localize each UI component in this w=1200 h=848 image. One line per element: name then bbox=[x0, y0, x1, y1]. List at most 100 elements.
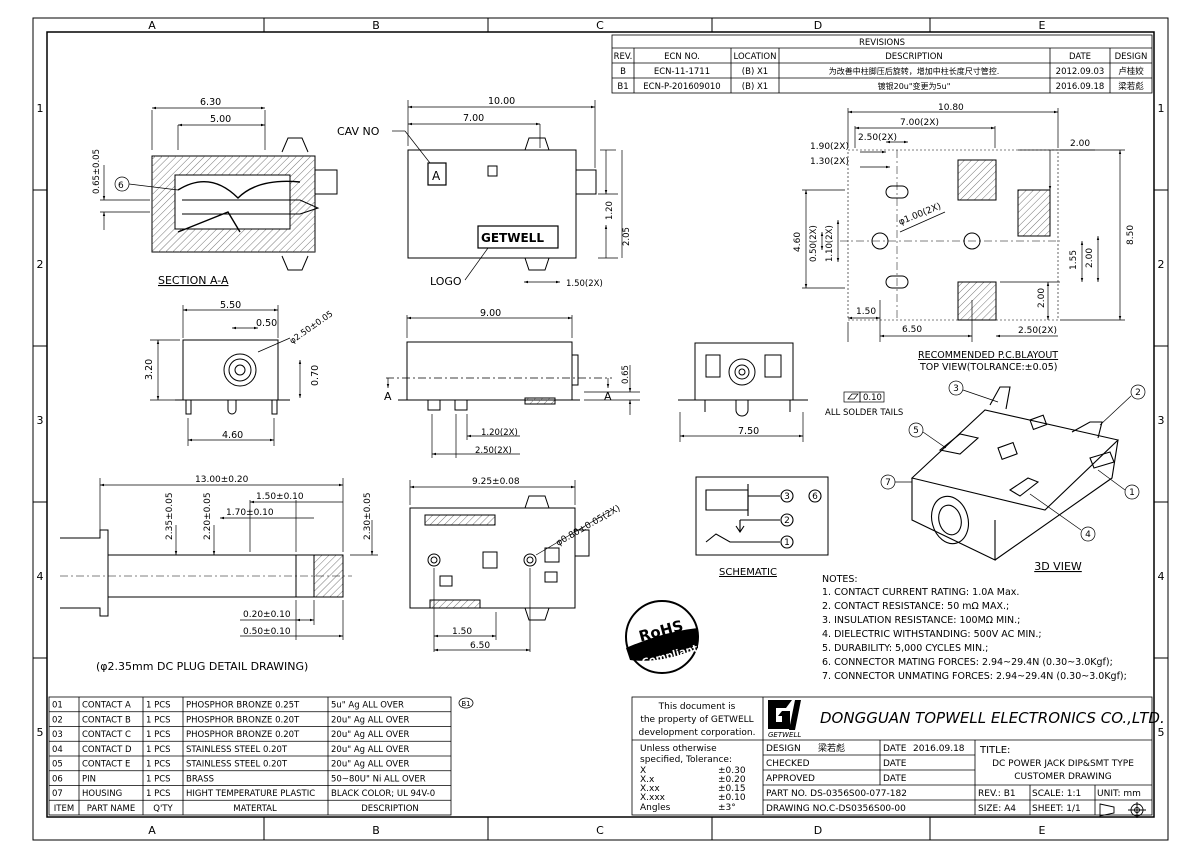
bottom-dim-080: φ0.80±0.05(2X) bbox=[555, 504, 623, 549]
front-brand-mark: GETWELL bbox=[481, 231, 544, 245]
bom-cell-desc: 20u" Ag ALL OVER bbox=[331, 760, 409, 770]
bom-cell-mat: STAINLESS STEEL 0.20T bbox=[186, 745, 288, 755]
front-cav-label: CAV NO bbox=[337, 125, 380, 138]
bottom-view: 9.25±0.08 φ0.80±0.05(2X) 1.50 6.50 bbox=[409, 477, 623, 652]
tolerance-title-1: Unless otherwise bbox=[640, 744, 717, 754]
front-dim-700: 7.00 bbox=[463, 113, 484, 124]
plug-dim-220: 2.20±0.05 bbox=[203, 492, 213, 540]
bom-cell-desc: 50~80U" Ni ALL OVER bbox=[331, 774, 426, 784]
tol-value-xx: ±0.20 bbox=[718, 775, 746, 785]
zone-col-bottom-A: A bbox=[148, 824, 156, 837]
rev-row1-description: 为改善中柱脚压后旋转，增加中柱长度尺寸管控. bbox=[829, 66, 1000, 76]
iso-bubble-7: 7 bbox=[885, 478, 891, 488]
zone-row-left-1: 1 bbox=[37, 102, 44, 115]
rev-row1-location: (B) X1 bbox=[742, 67, 768, 77]
tol-label-x: X bbox=[640, 766, 646, 776]
bom-cell-name: CONTACT E bbox=[82, 760, 130, 770]
rev-header-rev: REV. bbox=[614, 52, 633, 62]
schematic-pin-3: 3 bbox=[784, 492, 790, 502]
end-dim-550: 5.50 bbox=[220, 300, 241, 311]
section-dim-630: 6.30 bbox=[200, 97, 221, 108]
bom-cell-name: PIN bbox=[82, 774, 96, 784]
plug-dim-230: 2.30±0.05 bbox=[363, 492, 373, 540]
rev-header-design: DESIGN bbox=[1115, 52, 1148, 62]
pcb-subtitle: TOP VIEW(TOLRANCE:±0.05) bbox=[919, 362, 1057, 373]
pcb-dim-150: 1.50 bbox=[856, 307, 876, 317]
date-label: DATE bbox=[883, 744, 907, 754]
pcb-dim-200-top: 2.00 bbox=[1070, 139, 1090, 149]
rev-header-location: LOCATION bbox=[734, 52, 777, 62]
pcb-dim-850: 8.50 bbox=[1126, 225, 1136, 245]
side-section-a-left: A bbox=[384, 390, 392, 403]
front-logo-label: LOGO bbox=[430, 275, 462, 288]
side-view: 9.00 A A 0.65 1.20(2X) 2.50(2X) bbox=[384, 308, 640, 458]
bom-header-2: Q'TY bbox=[153, 804, 173, 814]
scale-field: SCALE: 1:1 bbox=[1032, 789, 1081, 799]
tol-label-angles: Angles bbox=[640, 803, 671, 813]
note-7: 7. CONNECTOR UNMATING FORCES: 2.94~29.4N… bbox=[822, 671, 1127, 682]
bom-cell-mat: HIGHT TEMPERATURE PLASTIC bbox=[186, 789, 315, 799]
bom-cell-qty: 1 PCS bbox=[146, 789, 171, 799]
rear-flatness-value: 0.10 bbox=[863, 393, 882, 403]
rev-row1-rev: B bbox=[620, 67, 626, 77]
date-value: 2016.09.18 bbox=[913, 744, 965, 754]
pcb-dim-130: 1.30(2X) bbox=[810, 157, 849, 167]
note-4: 4. DIELECTRIC WITHSTANDING: 500V AC MIN.… bbox=[822, 629, 1042, 640]
pcb-title: RECOMMENDED P.C.BLAYOUT bbox=[918, 350, 1058, 361]
zone-row-right-3: 3 bbox=[1158, 414, 1165, 427]
iso-title: 3D VIEW bbox=[1034, 560, 1082, 573]
company-name: DONGGUAN TOPWELL ELECTRONICS CO.,LTD. bbox=[820, 709, 1165, 727]
zone-row-right-4: 4 bbox=[1158, 570, 1165, 583]
zone-ticks bbox=[33, 18, 1168, 840]
note-6: 6. CONNECTOR MATING FORCES: 2.94~29.4N (… bbox=[822, 657, 1113, 668]
zone-col-top-C: C bbox=[596, 19, 604, 32]
side-dim-900: 9.00 bbox=[480, 308, 501, 319]
pcb-dim-460: 4.60 bbox=[793, 232, 803, 252]
zone-col-top-B: B bbox=[372, 19, 380, 32]
plug-dim-150: 1.50±0.10 bbox=[256, 492, 304, 502]
rev-row2-description: 镀银20u"变更为5u" bbox=[878, 81, 951, 91]
bom-cell-qty: 1 PCS bbox=[146, 715, 171, 725]
section-view: 6.30 5.00 0.65±0.05 6 SECTION A-A bbox=[92, 97, 338, 287]
schematic-pin-2: 2 bbox=[784, 516, 790, 526]
pcb-dim-100: φ1.00(2X) bbox=[897, 202, 942, 228]
bom-cell-name: CONTACT B bbox=[82, 715, 131, 725]
zone-row-right-1: 1 bbox=[1158, 102, 1165, 115]
bom-cell-item: 01 bbox=[52, 701, 63, 711]
rev-row2-date: 2016.09.18 bbox=[1056, 82, 1105, 92]
bom-cell-desc: 20u" Ag ALL OVER bbox=[331, 730, 409, 740]
zone-col-top-E: E bbox=[1039, 19, 1046, 32]
pcb-dim-110: 1.10(2X) bbox=[825, 225, 835, 262]
pcb-dim-200-bot: 2.00 bbox=[1037, 288, 1047, 308]
part-number: PART NO. DS-0356S00-077-182 bbox=[766, 789, 907, 799]
note-3: 3. INSULATION RESISTANCE: 100MΩ MIN.; bbox=[822, 615, 1020, 626]
tol-value-xxxx: ±0.10 bbox=[718, 793, 746, 803]
plug-dim-020: 0.20±0.10 bbox=[243, 610, 291, 620]
sheet-field: SHEET: 1/1 bbox=[1032, 804, 1081, 814]
zone-row-right-5: 5 bbox=[1158, 726, 1165, 739]
tol-value-x: ±0.30 bbox=[718, 766, 746, 776]
rev-row1-design: 卢桂姣 bbox=[1118, 66, 1144, 77]
tol-value-xxx: ±0.15 bbox=[718, 784, 746, 794]
design-label: DESIGN bbox=[766, 744, 801, 754]
end-dim-070: 0.70 bbox=[310, 365, 321, 386]
bom-cell-name: CONTACT C bbox=[82, 730, 131, 740]
end-dim-250: φ2.50±0.05 bbox=[288, 309, 335, 346]
rev-header-description: DESCRIPTION bbox=[885, 52, 943, 62]
sheet-border bbox=[32, 17, 1169, 841]
pcb-dim-050: 0.50(2X) bbox=[809, 225, 819, 262]
approved-label: APPROVED bbox=[766, 774, 815, 784]
end-dim-050: 0.50 bbox=[256, 318, 277, 329]
schematic-pin-1: 1 bbox=[784, 538, 790, 548]
plug-dim-235: 2.35±0.05 bbox=[165, 492, 175, 540]
rear-flatness-note: ALL SOLDER TAILS bbox=[825, 408, 903, 418]
bom-rev-mark: B1 bbox=[458, 697, 474, 709]
end-dim-320: 3.20 bbox=[144, 359, 155, 380]
size-field: SIZE: A4 bbox=[978, 804, 1016, 814]
bom-cell-desc: BLACK COLOR; UL 94V-0 bbox=[331, 789, 435, 799]
iso-bubble-5: 5 bbox=[913, 426, 919, 436]
bom-cell-item: 07 bbox=[52, 789, 63, 799]
zone-row-left-3: 3 bbox=[37, 414, 44, 427]
